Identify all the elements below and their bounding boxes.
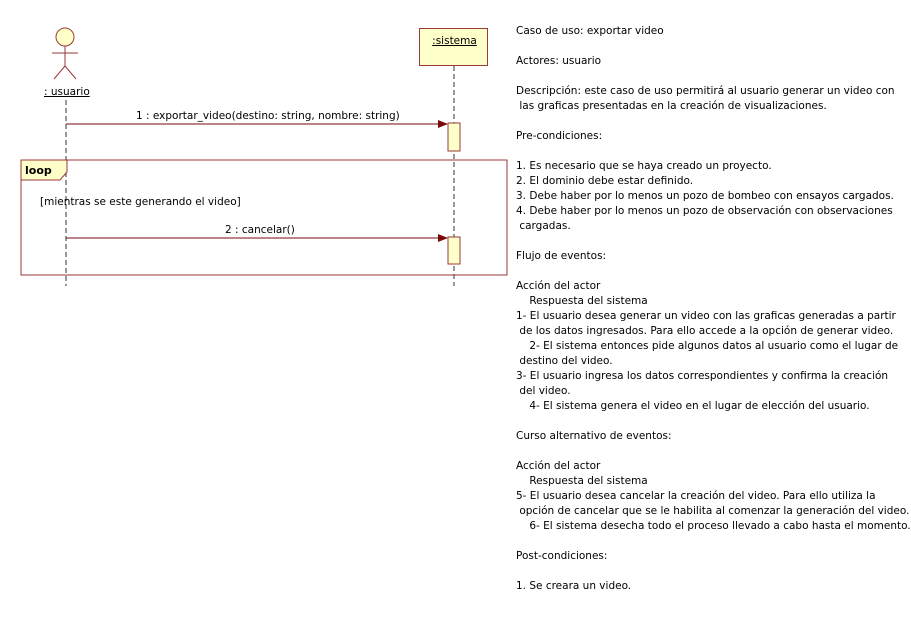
loop-fragment (20, 159, 508, 276)
actor-name: : usuario (44, 86, 90, 98)
spec-line: 1- El usuario desea generar un video con… (516, 310, 896, 322)
loop-tag-box (20, 159, 68, 181)
spec-line (516, 39, 888, 54)
spec-line: Flujo de eventos: (516, 250, 607, 262)
spec-line: del video. (516, 385, 571, 397)
spec-line: 5- El usuario desea cancelar la creación… (516, 490, 876, 502)
spec-line (516, 234, 888, 249)
spec-line: Actores: usuario (516, 55, 602, 67)
spec-line (516, 564, 888, 579)
spec-line: 3- El usuario ingresa los datos correspo… (516, 370, 889, 382)
spec-line (516, 144, 888, 159)
loop-tag-label: loop (25, 164, 52, 177)
spec-line: las graficas presentadas en la creación … (516, 100, 827, 112)
system-object-box: :sistema (419, 28, 488, 66)
sequence-diagram: : usuario :sistema 1 : exportar_video(de… (20, 27, 508, 286)
message-label-2: 2 : cancelar() (225, 224, 295, 236)
message-label-1: 1 : exportar_video(destino: string, nomb… (136, 110, 400, 122)
spec-line: opción de cancelar que se le habilita al… (516, 505, 910, 517)
spec-line: 3. Debe haber por lo menos un pozo de bo… (516, 190, 894, 202)
spec-line (516, 534, 888, 549)
spec-line: 6- El sistema desecha todo el proceso ll… (516, 520, 911, 532)
spec-line: Descripción: este caso de uso permitirá … (516, 85, 895, 97)
spec-line: 2- El sistema entonces pide algunos dato… (516, 340, 899, 352)
spec-line: Post-condiciones: (516, 550, 608, 562)
spec-line (516, 264, 888, 279)
spec-line: 4- El sistema genera el video en el luga… (516, 400, 870, 412)
spec-line: 4. Debe haber por lo menos un pozo de ob… (516, 205, 893, 217)
spec-line: de los datos ingresados. Para ello acced… (516, 325, 894, 337)
spec-line (516, 444, 888, 459)
diagram-canvas (20, 27, 508, 286)
spec-line: Respuesta del sistema (516, 295, 648, 307)
loop-guard: [mientras se este generando el video] (40, 196, 241, 208)
spec-line: Respuesta del sistema (516, 475, 648, 487)
actor-figure-icon (52, 27, 78, 80)
spec-line: Acción del actor (516, 460, 601, 472)
spec-line (516, 69, 888, 84)
spec-line: 1. Se creara un video. (516, 580, 632, 592)
spec-line: Acción del actor (516, 280, 601, 292)
activation-bar-2 (447, 236, 461, 265)
spec-line: 2. El dominio debe estar definido. (516, 175, 694, 187)
spec-line: 1. Es necesario que se haya creado un pr… (516, 160, 772, 172)
spec-line (516, 414, 888, 429)
spec-line: destino del video. (516, 355, 613, 367)
spec-line: Caso de uso: exportar video (516, 25, 664, 37)
spec-line: cargadas. (516, 220, 571, 232)
system-object-name: :sistema (432, 35, 477, 47)
spec-line (516, 114, 888, 129)
spec-line: Curso alternativo de eventos: (516, 430, 672, 442)
spec-line: Pre-condiciones: (516, 130, 603, 142)
activation-bar-1 (447, 122, 461, 152)
